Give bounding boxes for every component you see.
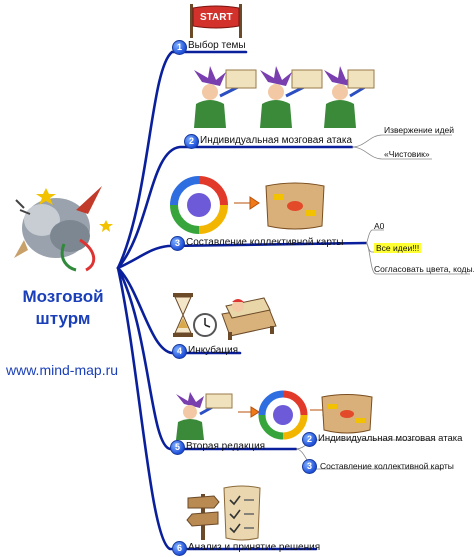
start-sign-icon: START (188, 2, 244, 38)
start-sign-label: START (200, 12, 233, 23)
central-title: Мозговой штурм (14, 286, 112, 330)
branch-5-child-2[interactable]: Составление коллективной карты (320, 461, 454, 471)
branch-2-child-1[interactable]: Извержение идей (384, 125, 455, 135)
branch-6-number: 6 (172, 541, 187, 556)
branch-5-child-1-number: 2 (302, 432, 317, 447)
branch-3-child-2[interactable]: Все идеи!!! (374, 243, 422, 253)
branch-1-number: 1 (172, 40, 187, 55)
jester-icon (170, 392, 236, 442)
branch-5-child-1[interactable]: Индивидуальная мозговая атака (318, 433, 463, 444)
treasure-map-icon (262, 180, 328, 232)
branch-6-label[interactable]: Анализ и принятие решения (188, 542, 321, 553)
central-title-line2: штурм (35, 309, 91, 328)
branch-5-child-2-number: 3 (302, 459, 317, 474)
treasure-map-icon (318, 392, 376, 436)
central-image (6, 180, 116, 272)
branch-1-label[interactable]: Выбор темы (188, 40, 246, 51)
brainstorm-cloud-icon (14, 186, 113, 272)
branch-3-child-1[interactable]: А0 (374, 221, 385, 231)
arrow-icon (232, 194, 260, 212)
branch-2-number: 2 (184, 134, 199, 149)
jester-icon (194, 66, 257, 128)
branch-5-label[interactable]: Вторая редакция (186, 441, 266, 452)
cycle-icon (170, 176, 228, 234)
branch-3-label[interactable]: Составление коллективной карты (186, 237, 344, 248)
branch-4-label[interactable]: Инкубация (188, 345, 239, 356)
signpost-icon (186, 490, 220, 540)
branch-2-label[interactable]: Индивидуальная мозговая атака (200, 135, 353, 146)
checklist-scroll-icon (218, 484, 266, 542)
branch-3-child-3[interactable]: Согласовать цвета, коды... (374, 264, 474, 274)
arrow-icon (236, 404, 260, 420)
highlighted-text: Все идеи!!! (374, 243, 422, 253)
website-link[interactable]: www.mind-map.ru (6, 362, 119, 378)
jester-group (186, 66, 376, 132)
sleeping-bed-icon (218, 292, 280, 342)
branch-2-child-2[interactable]: «Чистовик» (384, 149, 430, 159)
clock-icon (192, 312, 218, 338)
central-title-line1: Мозговой (22, 287, 104, 306)
cycle-icon (258, 390, 308, 440)
branch-4-number: 4 (172, 344, 187, 359)
branch-5-number: 5 (170, 440, 185, 455)
branch-3-number: 3 (170, 236, 185, 251)
hourglass-icon (172, 292, 194, 338)
